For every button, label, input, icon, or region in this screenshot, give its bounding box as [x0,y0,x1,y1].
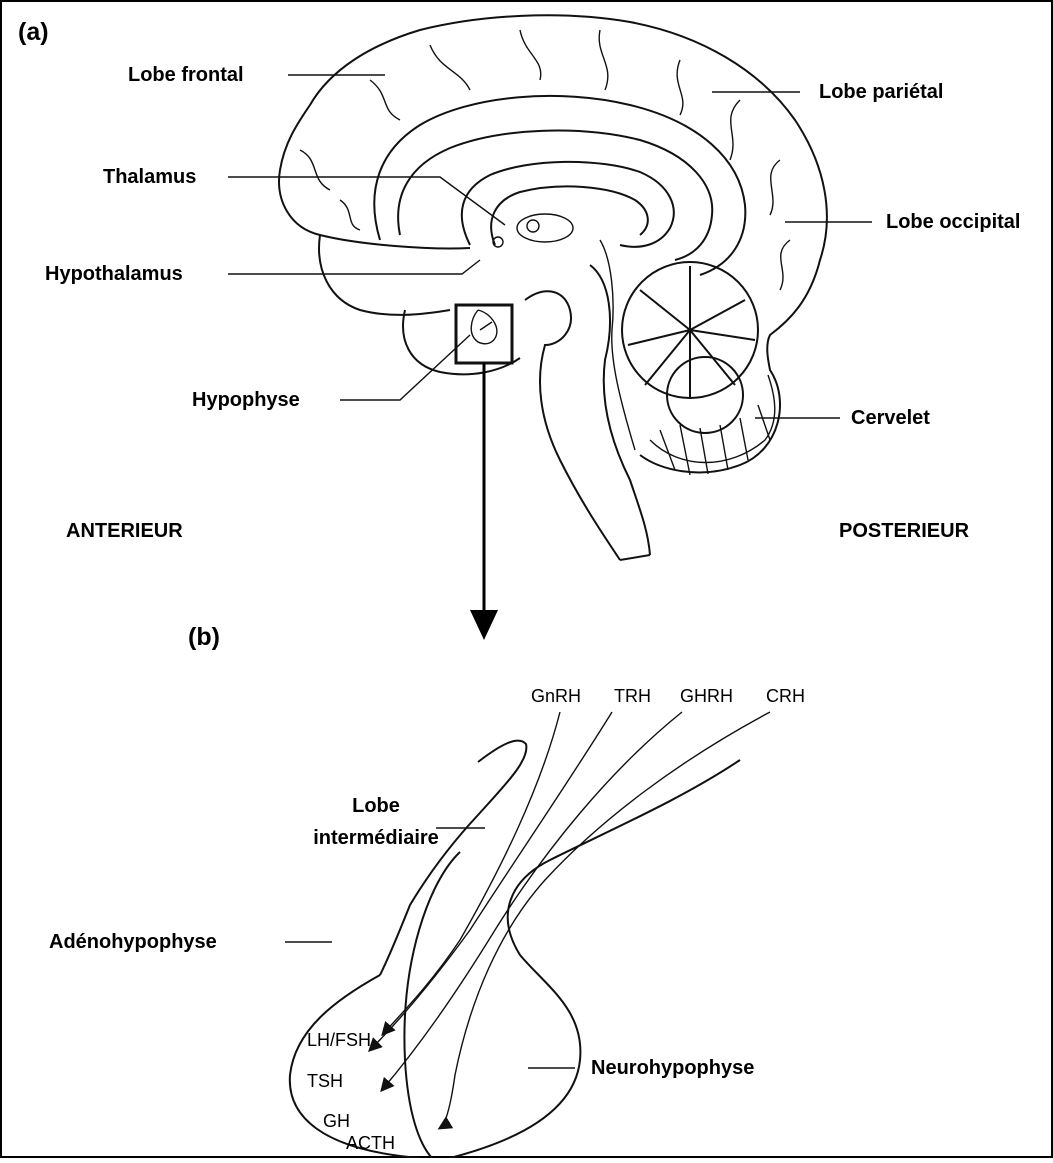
thalamus-nucleus [527,220,539,232]
label-cervelet: Cervelet [851,407,930,429]
brain-sagittal-drawing [279,15,827,640]
cerebellum-hatch [650,375,775,475]
panel-a-leaders [228,75,872,418]
label-anterieur: ANTERIEUR [66,520,183,542]
label-lobe-parietal: Lobe pariétal [819,81,943,103]
label-adenohypophyse: Adénohypophyse [49,931,217,953]
brainstem-end [620,555,650,560]
hormone-tsh: TSH [307,1071,343,1091]
label-lobe-occipital: Lobe occipital [886,211,1020,233]
ghrh-fiber [382,712,682,1090]
thalamus-mass [517,214,573,242]
brainstem-back [590,265,650,555]
pituitary-mini [471,310,497,344]
frontal-lower-outline [319,235,450,315]
label-posterieur: POSTERIEUR [839,520,970,542]
zoom-arrow-head [470,610,498,640]
label-lobe-intermediaire-line2: intermédiaire [313,827,439,849]
panel-b-letter: (b) [188,623,220,651]
pituitary-drawing [290,712,770,1158]
hormone-acth: ACTH [346,1133,395,1153]
label-hypophyse: Hypophyse [192,389,300,411]
cerebellum [622,262,775,475]
label-neurohypophyse: Neurohypophyse [591,1057,754,1079]
gyri-pattern [300,30,790,290]
hormone-gnrh: GnRH [531,686,581,706]
label-thalamus: Thalamus [103,166,196,188]
hormone-ghrh: GHRH [680,686,733,706]
cerebrum-outline [279,15,827,472]
brainstem-front [525,291,620,560]
hormone-trh: TRH [614,686,651,706]
label-lobe-intermediaire-line1: Lobe [352,795,400,817]
label-hypothalamus: Hypothalamus [45,263,183,285]
label-lobe-frontal: Lobe frontal [128,64,244,86]
pituitary-zoom-box [456,305,512,363]
panel-a-letter: (a) [18,18,49,46]
hormone-crh: CRH [766,686,805,706]
hormone-gh: GH [323,1111,350,1131]
hormone-lh-fsh: LH/FSH [307,1030,371,1050]
fornix [491,186,648,245]
intermediate-lobe-divider [404,852,460,1158]
